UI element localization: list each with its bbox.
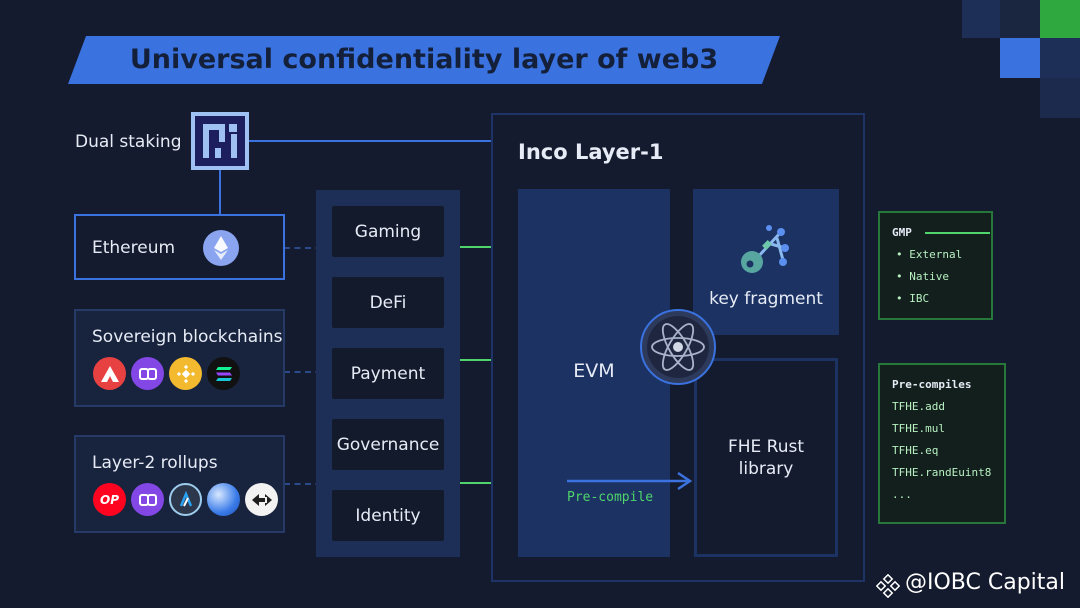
green-connector — [460, 246, 492, 248]
gmp-title-underline — [925, 232, 990, 234]
solana-icon — [207, 357, 240, 390]
gmp-item-text: External — [909, 248, 963, 261]
precompile-label: Pre-compile — [567, 490, 654, 505]
use-case-identity: Identity — [332, 490, 444, 541]
page-title: Universal confidentiality layer of web3 — [129, 44, 719, 75]
ethereum-label: Ethereum — [92, 238, 176, 258]
precompiles-box — [878, 363, 1006, 524]
fhe-line-1: FHE Rust — [727, 437, 805, 457]
pixel-decoration — [1040, 0, 1080, 38]
gmp-item: • External — [896, 248, 963, 261]
dashed-connector — [284, 247, 332, 249]
inco-logo-icon — [191, 112, 249, 170]
gmp-box — [878, 211, 993, 320]
use-case-gaming: Gaming — [332, 206, 444, 257]
pixel-decoration — [1000, 0, 1040, 38]
pixel-decoration — [1000, 38, 1040, 78]
precompile-arrow — [566, 470, 696, 492]
dual-staking-label: Dual staking — [75, 132, 182, 152]
fhe-rust-library-block — [694, 358, 838, 557]
precompile-item: TFHE.eq — [892, 444, 939, 457]
watermark-text: @IOBC Capital — [905, 570, 1066, 595]
use-case-defi: DeFi — [332, 277, 444, 328]
connector-line — [219, 169, 221, 214]
key-fragment-block — [693, 189, 839, 335]
gmp-title: GMP — [892, 226, 912, 239]
pixel-decoration — [1040, 78, 1080, 118]
precompile-item: ... — [892, 488, 912, 501]
base-icon — [207, 483, 240, 516]
green-connector — [460, 482, 492, 484]
gmp-item: • Native — [896, 270, 949, 283]
precompile-item: TFHE.randEuint8 — [892, 466, 992, 479]
ethereum-box — [74, 214, 285, 280]
title-banner — [68, 36, 780, 84]
optimism-icon: OP — [93, 483, 126, 516]
gmp-item-text: Native — [909, 270, 949, 283]
gmp-item: • IBC — [896, 292, 930, 305]
precompile-item: TFHE.add — [892, 400, 945, 413]
optimism-text: OP — [100, 492, 119, 507]
fhe-line-2: library — [738, 459, 794, 479]
dashed-connector — [284, 371, 332, 373]
inco-layer1-title: Inco Layer-1 — [518, 140, 664, 164]
pixel-decoration — [962, 0, 1000, 38]
polygon-icon — [131, 357, 164, 390]
connector-line — [249, 140, 492, 142]
key-fragment-label: key fragment — [709, 289, 823, 309]
precompiles-title: Pre-compiles — [892, 378, 972, 391]
gmp-item-text: IBC — [909, 292, 930, 305]
use-case-payment: Payment — [332, 348, 444, 399]
bnb-icon — [169, 357, 202, 390]
precompile-item: TFHE.mul — [892, 422, 945, 435]
polygon-icon — [131, 483, 164, 516]
evm-block — [518, 189, 670, 557]
ethereum-icon — [203, 230, 239, 266]
pixel-decoration — [1040, 38, 1080, 78]
cosmos-atom-icon — [639, 308, 717, 386]
iobc-logo-icon — [875, 573, 901, 599]
use-case-governance: Governance — [332, 419, 444, 470]
fhe-rust-library-label: FHE Rust library — [694, 436, 838, 480]
green-connector — [460, 359, 492, 361]
arbitrum-icon — [169, 483, 202, 516]
avalanche-icon — [93, 357, 126, 390]
zksync-icon — [245, 483, 278, 516]
evm-label: EVM — [573, 360, 615, 382]
sovereign-label: Sovereign blockchains — [92, 327, 283, 347]
key-icon — [737, 222, 795, 278]
layer2-label: Layer-2 rollups — [92, 453, 218, 473]
dashed-connector — [284, 483, 332, 485]
